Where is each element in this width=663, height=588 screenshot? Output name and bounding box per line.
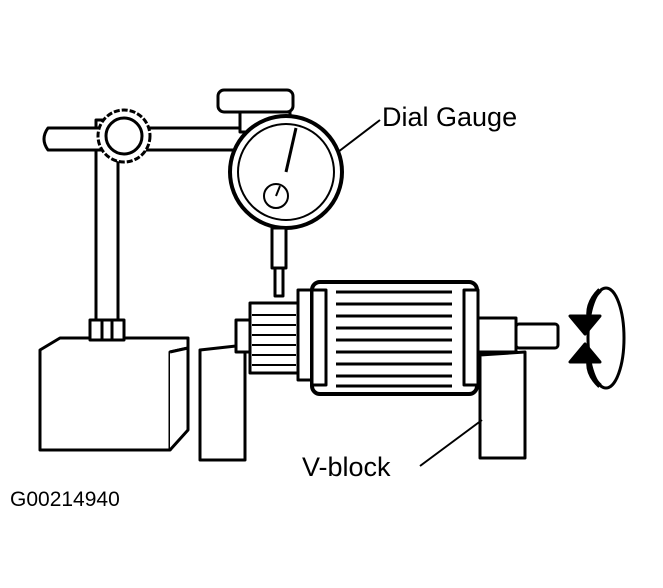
armature-core <box>310 280 480 396</box>
dial-gauge-label: Dial Gauge <box>382 102 518 132</box>
commutator <box>248 288 314 382</box>
armature-shaft <box>476 316 560 354</box>
dial-gauge-leader <box>337 119 381 153</box>
stand-pole <box>88 118 126 342</box>
figure-id: G00214940 <box>10 488 120 511</box>
v-block-label: V-block <box>302 452 391 482</box>
magnetic-base <box>38 336 190 452</box>
v-block-leader <box>419 419 483 467</box>
v-block-left <box>198 318 256 462</box>
clamp-knob <box>96 108 152 164</box>
dial-gauge <box>228 114 344 298</box>
rotation-arrows-icon <box>568 286 626 390</box>
v-block-right <box>478 350 527 460</box>
